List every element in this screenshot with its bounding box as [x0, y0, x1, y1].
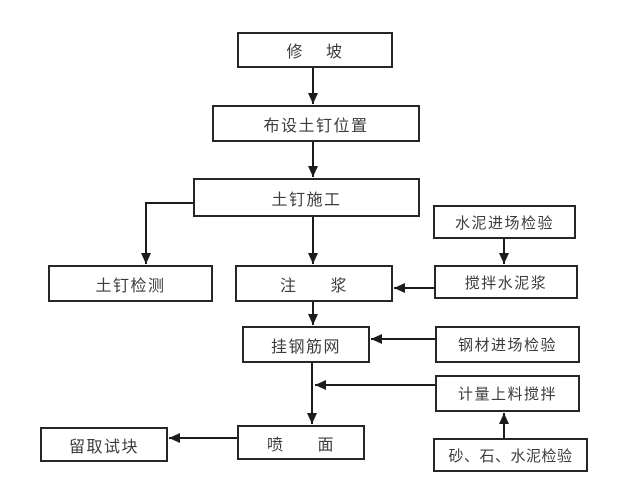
node-shotcrete-surface: 喷 面	[237, 425, 365, 460]
node-mix-cement-slurry: 搅拌水泥浆	[434, 265, 578, 299]
node-cement-site-inspection: 水泥进场检验	[433, 205, 576, 239]
node-soil-nail-construction: 土钉施工	[193, 178, 420, 217]
node-grouting: 注 浆	[235, 265, 393, 302]
node-steel-site-inspection: 钢材进场检验	[435, 326, 580, 363]
node-hang-steel-mesh: 挂钢筋网	[242, 326, 370, 363]
edge-shigong-to-jiance	[141, 202, 193, 264]
node-slope-trimming: 修 坡	[237, 32, 393, 68]
node-layout-soil-nail-positions: 布设土钉位置	[212, 105, 420, 142]
node-sand-stone-cement-inspection: 砂、石、水泥检验	[433, 438, 588, 472]
node-retain-test-blocks: 留取试块	[40, 427, 168, 462]
node-soil-nail-testing: 土钉检测	[48, 265, 213, 302]
node-measure-feed-mix: 计量上料搅拌	[435, 375, 580, 412]
